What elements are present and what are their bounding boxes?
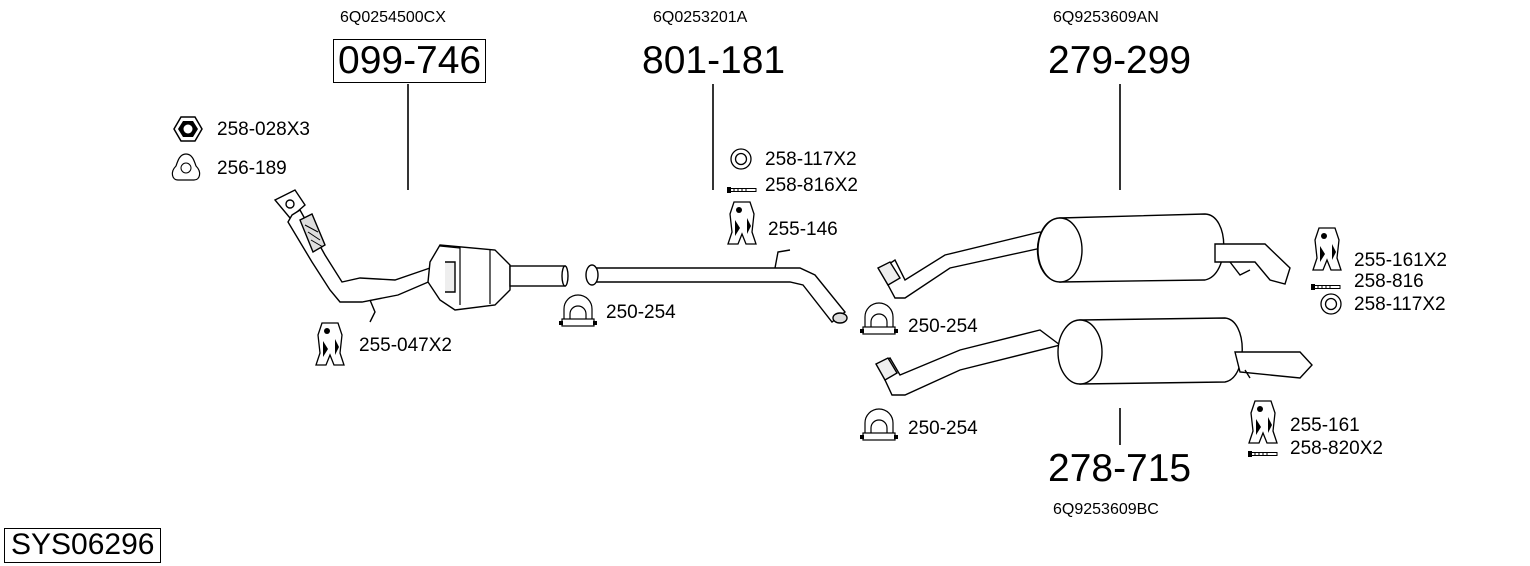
bolt-icon <box>1310 283 1341 291</box>
oem-number: 6Q0253201A <box>653 9 748 26</box>
system-code-label: SYS06296 <box>4 528 162 563</box>
accessory-label[interactable]: 258-820X2 <box>1290 438 1383 459</box>
part-number-279-299[interactable]: 279-299 <box>1048 39 1192 82</box>
accessory-label[interactable]: 250-254 <box>908 316 978 337</box>
accessory-label[interactable]: 255-161X2 <box>1354 250 1447 271</box>
pipe-clamp-icon <box>859 302 899 335</box>
accessory-label[interactable]: 256-189 <box>217 158 287 179</box>
washer-ring-icon <box>730 148 752 170</box>
accessory-label[interactable]: 258-816 <box>1354 271 1424 292</box>
rear-silencer-upper-drawing <box>877 213 1291 299</box>
accessory-label[interactable]: 255-146 <box>768 219 838 240</box>
accessory-label[interactable]: 258-028X3 <box>217 119 310 140</box>
middle-pipe-drawing <box>585 249 848 324</box>
accessory-label[interactable]: 258-117X2 <box>765 149 857 170</box>
bolt-icon <box>726 186 757 194</box>
triangle-gasket-icon <box>171 153 201 181</box>
part-number-099-746[interactable]: 099-746 <box>333 39 487 83</box>
rear-silencer-lower-drawing <box>875 317 1313 396</box>
pipe-clamp-icon <box>859 408 899 441</box>
part-number-278-715[interactable]: 278-715 <box>1048 447 1192 490</box>
accessory-label[interactable]: 258-117X2 <box>1354 294 1446 315</box>
accessory-label[interactable]: 250-254 <box>606 302 676 323</box>
oem-number: 6Q0254500CX <box>340 9 446 26</box>
accessory-label[interactable]: 255-047X2 <box>359 335 452 356</box>
rubber-hanger-icon <box>1312 227 1342 271</box>
rubber-hanger-icon <box>1248 400 1278 444</box>
accessory-label[interactable]: 258-816X2 <box>765 175 858 196</box>
accessory-label[interactable]: 250-254 <box>908 418 978 439</box>
pipe-clamp-icon <box>558 294 598 327</box>
part-number-801-181[interactable]: 801-181 <box>642 39 786 82</box>
accessory-label[interactable]: 255-161 <box>1290 415 1360 436</box>
rubber-hanger-icon <box>727 201 757 245</box>
bolt-icon <box>1247 450 1278 458</box>
oem-number: 6Q9253609AN <box>1053 9 1159 26</box>
oem-number: 6Q9253609BC <box>1053 501 1159 518</box>
washer-ring-icon <box>1320 293 1342 315</box>
rubber-hanger-icon <box>315 322 345 366</box>
front-pipe-catalyst-drawing <box>273 189 569 323</box>
hex-nut-icon <box>173 116 203 142</box>
